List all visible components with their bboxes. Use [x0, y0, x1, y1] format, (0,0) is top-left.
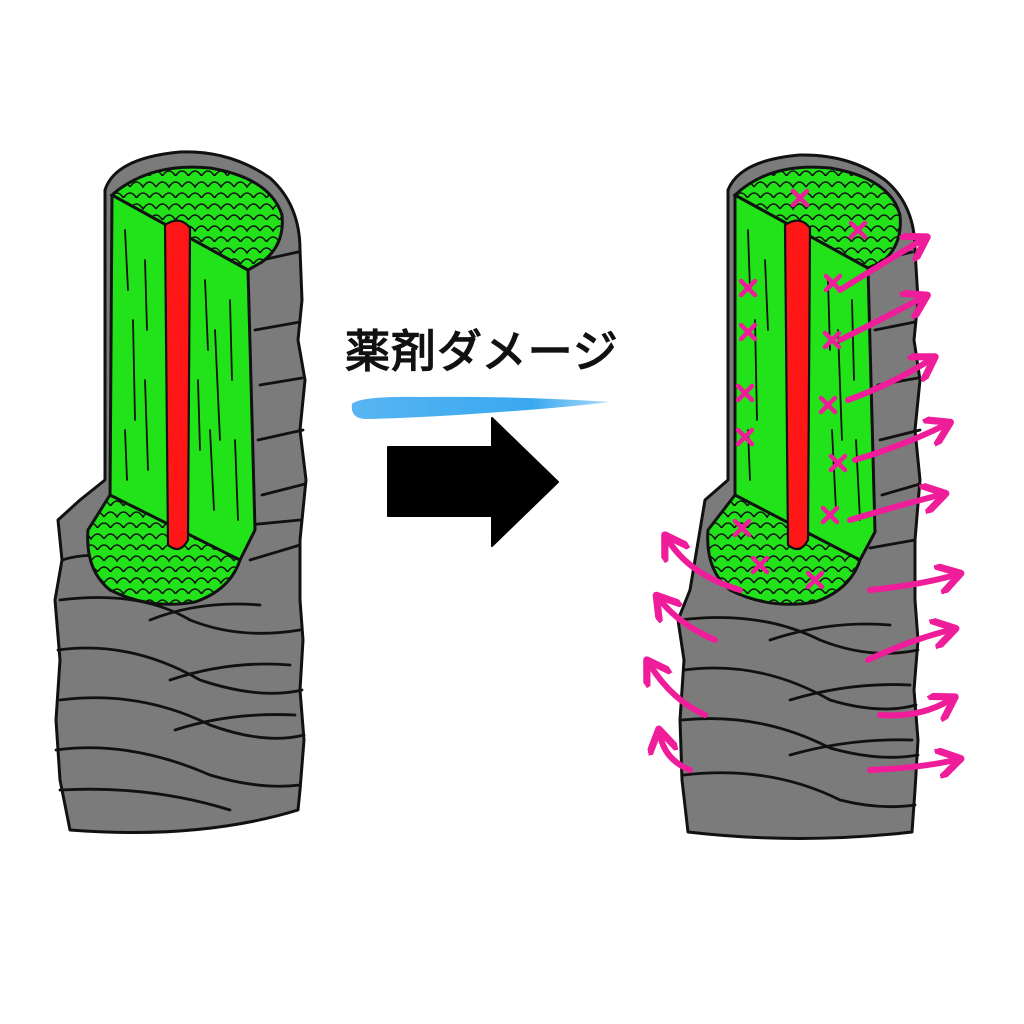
damage-x-mark-icon: [848, 220, 868, 240]
damage-x-mark-icon: [805, 570, 825, 590]
outflow-arrow-icon: [660, 735, 693, 773]
damage-x-mark-icon: [823, 273, 843, 293]
outflow-arrow-icon: [877, 700, 950, 715]
outflow-arrow-icon: [865, 630, 950, 663]
outflow-arrow-icon: [867, 575, 955, 590]
damage-x-mark-icon: [818, 395, 838, 415]
damage-x-marks: [732, 188, 868, 590]
outflow-arrow-icon: [837, 298, 922, 343]
chemical-brush-stroke-icon: [351, 396, 610, 419]
caption-chemical-damage: 薬剤ダメージ: [345, 325, 619, 378]
damage-x-mark-icon: [732, 518, 752, 538]
damage-x-mark-icon: [828, 453, 848, 473]
outflow-arrow-icon: [867, 760, 955, 770]
outflow-arrow-icon: [660, 600, 718, 643]
outflow-arrow-icon: [668, 540, 743, 593]
right-arrow-icon: [387, 417, 559, 547]
damage-x-mark-icon: [750, 555, 770, 575]
medulla-core-damaged: [783, 219, 812, 551]
outflow-arrow-icon: [845, 360, 930, 403]
damage-x-mark-icon: [820, 505, 840, 525]
damage-x-mark-icon: [738, 278, 758, 298]
damaged-hair-cross-section-icon: [650, 153, 955, 840]
damage-x-mark-icon: [735, 383, 755, 403]
outflow-arrows: [650, 240, 955, 770]
healthy-hair-cross-section-icon: [53, 150, 308, 834]
medulla-core: [163, 219, 192, 551]
damage-x-mark-icon: [822, 330, 842, 350]
outflow-arrow-icon: [650, 665, 708, 718]
damage-x-mark-icon: [790, 188, 810, 208]
outflow-arrow-icon: [847, 495, 940, 523]
outflow-arrow-icon: [852, 425, 945, 463]
damage-x-mark-icon: [738, 322, 758, 342]
transition-group: [351, 396, 610, 547]
outflow-arrow-icon: [837, 240, 922, 293]
damage-x-mark-icon: [735, 427, 755, 447]
